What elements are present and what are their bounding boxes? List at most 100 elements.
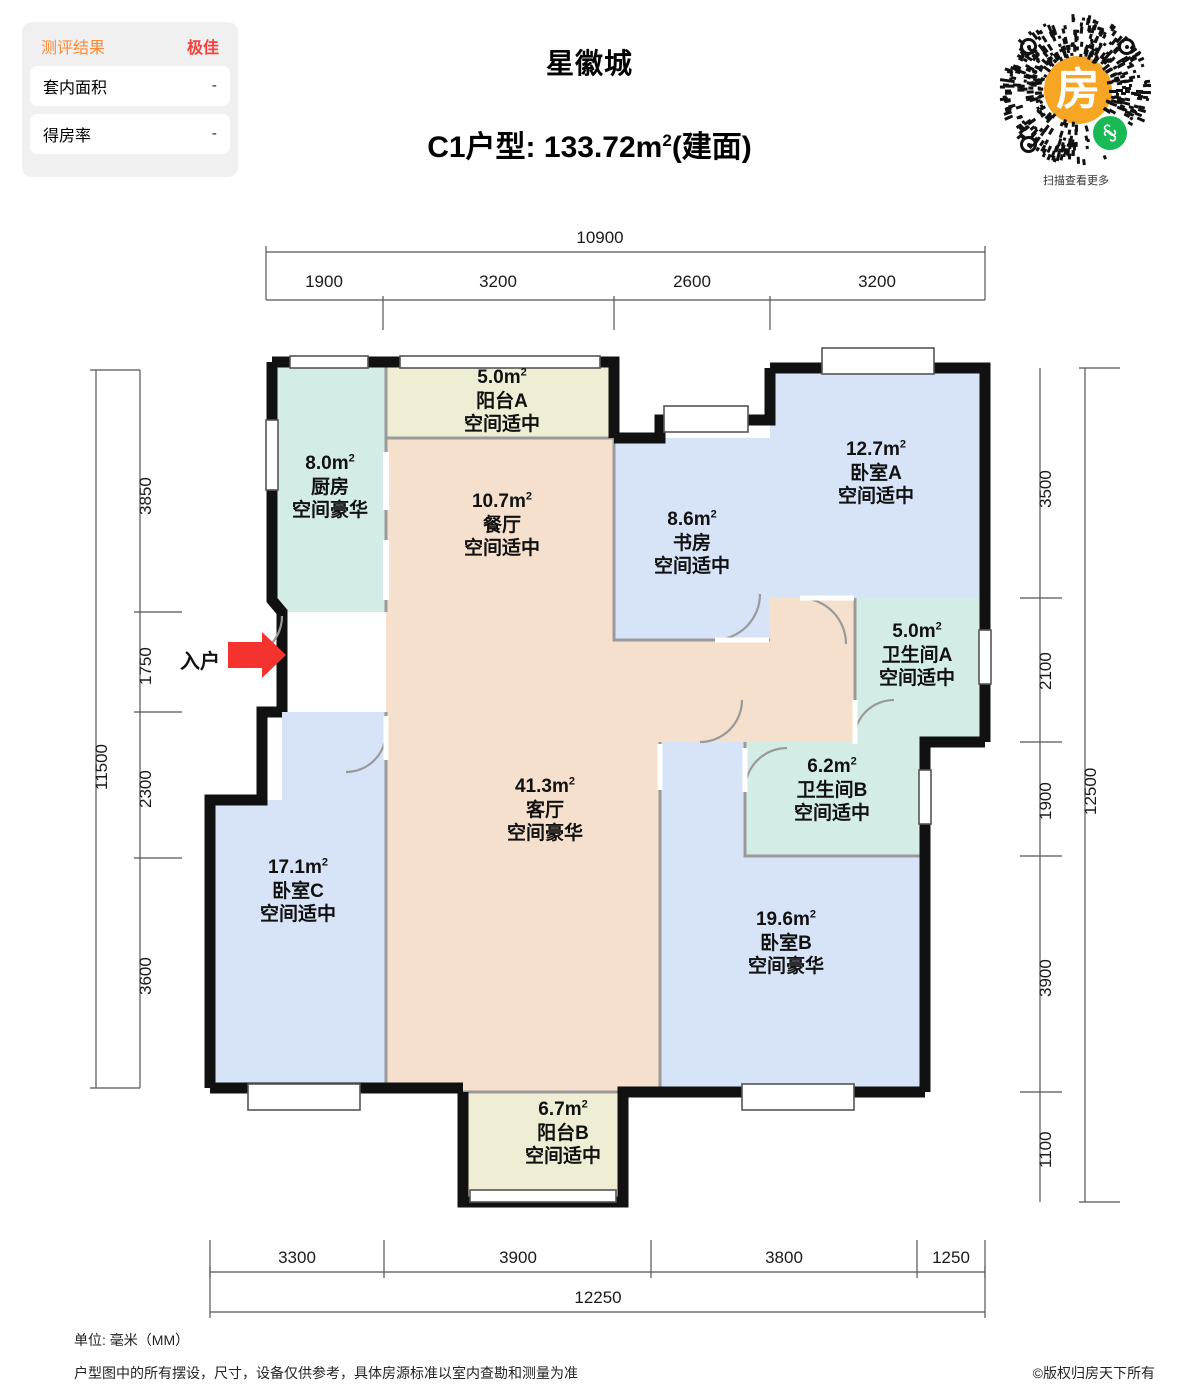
qr-code-image[interactable]: 房 (996, 14, 1156, 168)
community-title: 星徽城 (545, 48, 633, 79)
dim-right-seg-2: 2100 (1036, 652, 1055, 690)
qr-module (1015, 65, 1021, 69)
dim-bottom-seg-4: 1250 (932, 1248, 970, 1267)
room-name: 卫生间B (796, 779, 868, 801)
qr-module (1061, 29, 1065, 35)
dim-right-seg-5: 1100 (1036, 1131, 1055, 1168)
dim-bottom-total: 12250 (574, 1288, 622, 1307)
dim-top-seg-4: 3200 (858, 272, 896, 291)
qr-module (1090, 47, 1095, 53)
qr-module (1128, 74, 1136, 79)
qr-module (1044, 139, 1050, 146)
evaluation-row-label: 得房率 (43, 128, 92, 145)
room-grade: 空间适中 (463, 414, 541, 436)
qr-module (1016, 104, 1024, 110)
room-grade: 空间豪华 (506, 823, 584, 845)
qr-module (1071, 41, 1075, 46)
unit-area-unit: m (635, 131, 663, 164)
qr-module (1004, 99, 1011, 104)
evaluation-rating: 极佳 (186, 40, 219, 57)
qr-module (1042, 23, 1047, 28)
qr-module (1004, 89, 1012, 93)
qr-module (1068, 129, 1072, 136)
qr-module (1081, 17, 1085, 21)
qr-module (1043, 74, 1047, 78)
qr-module (1074, 124, 1078, 133)
room-label-living: 41.3m2 客厅 空间豪华 (507, 775, 583, 846)
room-name: 厨房 (310, 476, 350, 498)
qr-module (1126, 63, 1135, 69)
qr-module (1140, 63, 1145, 68)
room-name: 书房 (672, 532, 712, 554)
room-area: 19.6m2 (755, 908, 817, 930)
qr-module (1031, 73, 1038, 78)
disclaimer-text: 户型图中的所有摆设，尺寸，设备仅供参考，具体房源标准以室内查勘和测量为准 (74, 1365, 578, 1381)
dim-right-seg-1: 3500 (1036, 470, 1055, 508)
qr-module (1071, 150, 1075, 156)
qr-module (1028, 86, 1034, 90)
room-area: 41.3m2 (514, 775, 576, 797)
qr-code-block[interactable]: 房 扫描查看更多 (996, 14, 1156, 194)
qr-module (1016, 89, 1025, 92)
qr-module (1102, 42, 1107, 47)
room-label-bathroom-a: 5.0m2 卫生间A 空间适中 (879, 620, 955, 691)
room-area: 5.0m2 (892, 620, 942, 642)
qr-module (1116, 82, 1122, 86)
evaluation-header: 测评结果 极佳 (30, 28, 230, 66)
qr-module (1079, 41, 1083, 47)
qr-module (1059, 154, 1064, 161)
dim-left-total: 11500 (92, 743, 111, 790)
unit-note: 单位: 毫米（MM） (74, 1332, 190, 1348)
dim-right-seg-3: 1900 (1036, 782, 1055, 820)
qr-module (1119, 74, 1125, 79)
qr-module (1038, 88, 1044, 91)
qr-module (1130, 91, 1138, 95)
evaluation-row-label: 套内面积 (43, 80, 108, 97)
qr-module (1098, 42, 1102, 46)
qr-module (1133, 103, 1139, 108)
qr-module (1082, 159, 1087, 166)
qr-finder-pattern (1118, 38, 1135, 55)
room-area: 6.7m2 (538, 1098, 588, 1120)
qr-module (1108, 108, 1116, 114)
room-name: 餐厅 (482, 514, 522, 536)
qr-finder-pattern (1020, 136, 1037, 153)
room-name: 卧室C (272, 880, 324, 902)
qr-module (1071, 14, 1074, 22)
qr-module (1079, 26, 1083, 34)
evaluation-title: 测评结果 (41, 40, 106, 57)
unit-title-prefix: C1户型: (427, 131, 544, 164)
fang-logo-icon: 房 (1044, 56, 1112, 124)
room-grade: 空间适中 (653, 556, 731, 578)
qr-module (1137, 56, 1144, 62)
unit-title: C1户型: 133.72m2(建面) (0, 122, 1179, 166)
room-grade: 空间适中 (793, 803, 871, 825)
unit-title-suffix: (建面) (671, 131, 752, 164)
qr-module (1041, 35, 1048, 43)
qr-module (1129, 116, 1134, 121)
qr-module (1086, 145, 1090, 149)
qr-module (1064, 148, 1069, 155)
qr-module (1004, 116, 1012, 121)
qr-module (1084, 124, 1089, 131)
entry-label: 入户 (180, 651, 220, 673)
room-area: 5.0m2 (477, 366, 527, 388)
qr-module (1034, 91, 1042, 95)
copyright-text: ©版权归房天下所有 (1032, 1365, 1155, 1381)
dim-top-total: 10900 (576, 228, 624, 247)
qr-module (1059, 122, 1064, 128)
room-area: 12.7m2 (845, 438, 907, 460)
room-fill-living-dining (386, 438, 855, 1092)
qr-module (1084, 135, 1089, 142)
unit-area-superscript: 2 (662, 131, 672, 150)
dim-left-seg-3: 2300 (136, 770, 155, 808)
room-area: 6.2m2 (807, 755, 857, 777)
qr-module (1132, 69, 1137, 74)
room-label-bedroom-c: 17.1m2 卧室C 空间适中 (260, 856, 336, 927)
qr-module (1014, 70, 1021, 75)
qr-module (1068, 152, 1072, 159)
qr-module (1026, 91, 1034, 95)
qr-module (1077, 156, 1081, 164)
qr-module (1078, 53, 1082, 57)
qr-module (1041, 152, 1046, 158)
